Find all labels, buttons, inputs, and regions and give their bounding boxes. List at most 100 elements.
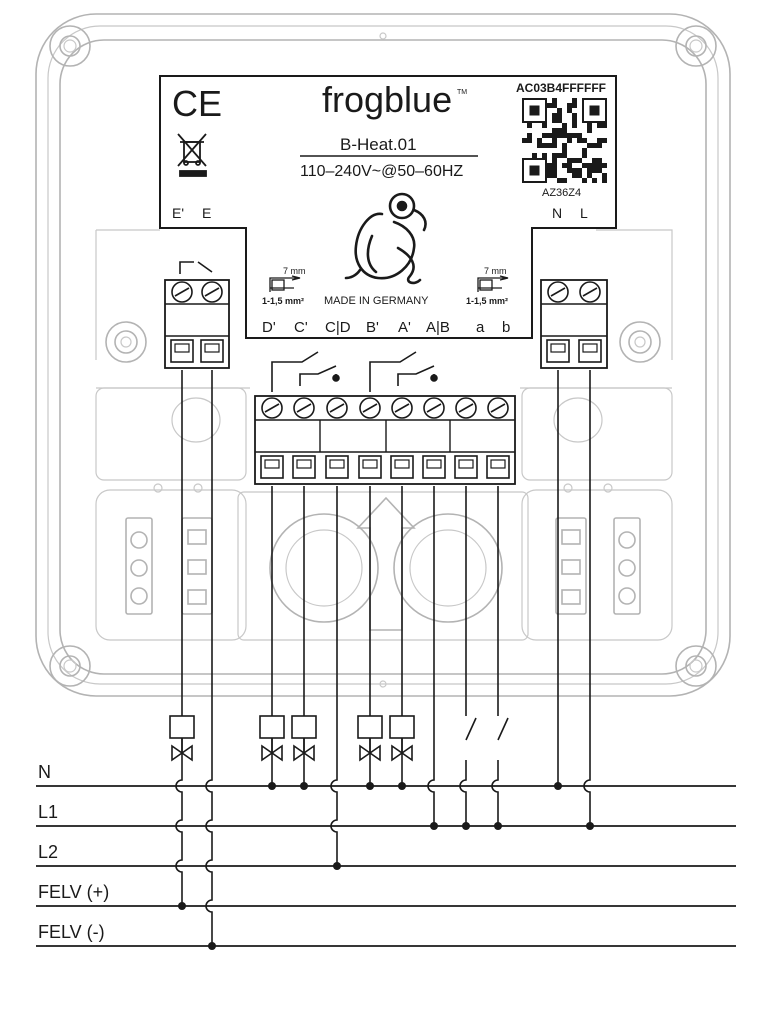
terminal-wire-entry[interactable]: [546, 339, 570, 363]
terminal-screw[interactable]: [579, 281, 601, 303]
terminal-block-center: [254, 395, 516, 485]
wire-0: [175, 370, 183, 906]
switch-icon: [495, 716, 509, 760]
weee-bin-icon: [177, 133, 207, 177]
terminal-wire-entry[interactable]: [454, 455, 478, 479]
side-connector-right: [555, 517, 641, 615]
mounting-hole-top-right: [675, 25, 717, 67]
junction-dot: [398, 782, 406, 790]
wire-11: [583, 370, 591, 826]
terminal-label-6: a: [476, 319, 485, 336]
ce-mark: CE: [172, 83, 222, 124]
bus-label-l1: L1: [38, 802, 58, 822]
junction-dot: [554, 782, 562, 790]
relay-symbol-center-2: [369, 351, 438, 392]
terminal-label-0: D': [262, 319, 276, 336]
model-name: B-Heat.01: [340, 135, 417, 154]
trademark-mark: TM: [457, 89, 467, 96]
terminal-screw[interactable]: [293, 397, 315, 419]
wire-8: [459, 486, 467, 826]
terminal-wire-entry[interactable]: [578, 339, 602, 363]
terminal-wire-entry[interactable]: [200, 339, 224, 363]
strip-length-icon-left: 7 mm 1-1,5 mm²: [262, 266, 306, 306]
relay-symbol-left-block: [179, 261, 213, 274]
wire-9: [491, 486, 499, 826]
wire-7: [427, 486, 435, 826]
qr-code: [522, 98, 607, 183]
mounting-hole-top-left: [49, 25, 91, 67]
brand-name: frogblue: [322, 79, 452, 120]
junction-dot: [494, 822, 502, 830]
terminal-wire-entry[interactable]: [260, 455, 284, 479]
junction-dot: [268, 782, 276, 790]
terminal-wire-entry[interactable]: [325, 455, 349, 479]
terminal-wire-entry[interactable]: [390, 455, 414, 479]
screw-boss-left: [105, 321, 147, 363]
valve-actuator-icon: [357, 715, 383, 762]
terminal-screw[interactable]: [359, 397, 381, 419]
terminal-label-2: C|D: [325, 319, 351, 336]
screw-boss-right: [619, 321, 661, 363]
cable-entry-left: [269, 513, 379, 623]
terminal-screw[interactable]: [326, 397, 348, 419]
junction-dot: [333, 862, 341, 870]
serial-number: AC03B4FFFFFF: [516, 81, 606, 95]
bus-line-labels: N L1 L2 FELV (+) FELV (-): [38, 762, 109, 942]
bus-label-l2: L2: [38, 842, 58, 862]
mounting-hole-bottom-left: [49, 645, 91, 687]
valve-actuator-icon: [259, 715, 285, 762]
wires: [175, 370, 594, 950]
wire-4: [330, 486, 338, 866]
terminal-wire-entry[interactable]: [358, 455, 382, 479]
junction-dot: [208, 942, 216, 950]
junction-dot: [300, 782, 308, 790]
terminal-label-3: B': [366, 319, 379, 336]
valve-actuator-icon: [389, 715, 415, 762]
terminal-wire-entry[interactable]: [422, 455, 446, 479]
valve-actuators: [169, 715, 415, 762]
terminal-screw[interactable]: [423, 397, 445, 419]
svg-text:7 mm: 7 mm: [484, 266, 507, 276]
terminal-wire-entry[interactable]: [170, 339, 194, 363]
svg-text:1-1,5 mm²: 1-1,5 mm²: [466, 296, 508, 306]
qr-code-label: AZ36Z4: [542, 187, 581, 199]
terminal-label-7: b: [502, 319, 510, 336]
terminal-screw[interactable]: [261, 397, 283, 419]
junction-dot: [178, 902, 186, 910]
terminal-wire-entry[interactable]: [292, 455, 316, 479]
terminal-label-l: L: [580, 205, 588, 221]
frog-logo-icon: [344, 192, 427, 285]
terminal-wire-entry[interactable]: [486, 455, 510, 479]
label-plate: CE frogblue TM B-Heat.01 110–240V~@50–60…: [159, 75, 617, 339]
terminal-block-left: [164, 279, 230, 369]
terminal-label-5: A|B: [426, 319, 450, 336]
terminal-label-n: N: [552, 205, 562, 221]
strip-length-icon-right: 7 mm 1-1,5 mm²: [466, 266, 509, 306]
terminal-label-1: C': [294, 319, 308, 336]
terminal-screw[interactable]: [487, 397, 509, 419]
terminal-screw[interactable]: [201, 281, 223, 303]
terminal-screw[interactable]: [547, 281, 569, 303]
terminal-block-right: [540, 279, 608, 369]
bus-label-felv-plus: FELV (+): [38, 882, 109, 902]
junction-dot: [586, 822, 594, 830]
relay-symbol-center-1: [271, 351, 340, 392]
terminal-screw[interactable]: [455, 397, 477, 419]
terminal-label-e-prime: E': [172, 205, 184, 221]
svg-text:7 mm: 7 mm: [283, 266, 306, 276]
wire-1: [205, 370, 213, 946]
terminal-screw[interactable]: [171, 281, 193, 303]
mounting-hole-bottom-right: [675, 645, 717, 687]
terminal-label-4: A': [398, 319, 411, 336]
junction-dot: [430, 822, 438, 830]
insert-direction-arrow: [356, 496, 416, 631]
terminal-label-e: E: [202, 205, 211, 221]
switch-icon: [463, 716, 477, 760]
bus-lines: [36, 785, 736, 947]
side-connector-left: [125, 517, 213, 615]
terminal-screw[interactable]: [391, 397, 413, 419]
switches: [463, 716, 509, 760]
made-in-label: MADE IN GERMANY: [324, 295, 429, 307]
